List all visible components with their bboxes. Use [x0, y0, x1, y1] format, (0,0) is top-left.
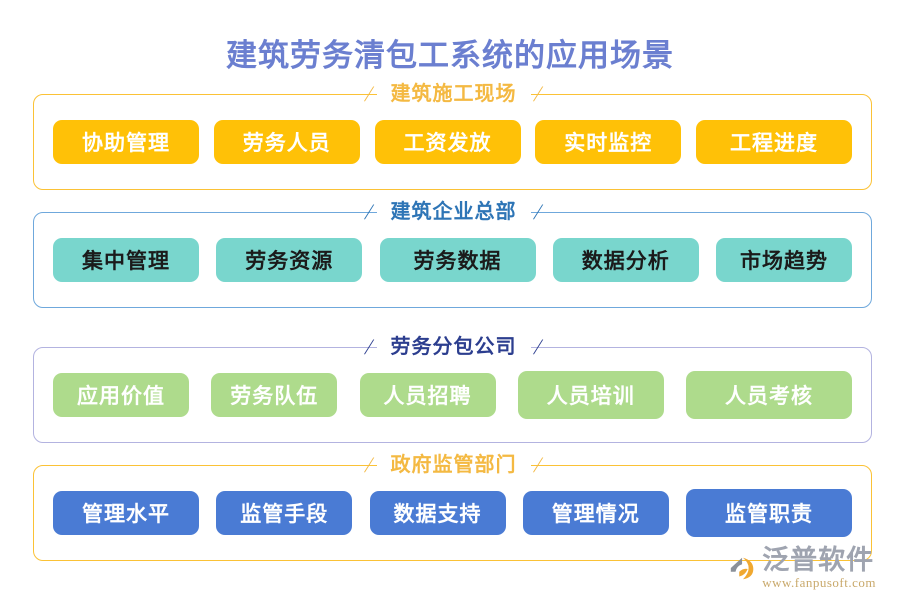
- chip-item[interactable]: 人员考核: [686, 371, 852, 419]
- chip-item[interactable]: 数据分析: [552, 238, 699, 282]
- slash-right-icon: /: [531, 452, 545, 477]
- chip-item[interactable]: 监管职责: [686, 489, 852, 537]
- section-header: / 政府监管部门 /: [34, 451, 873, 479]
- slash-right-icon: /: [531, 81, 545, 106]
- logo-website-url: www.fanpusoft.com: [762, 575, 876, 590]
- section-title: 建筑施工现场: [376, 80, 531, 108]
- chip-item[interactable]: 人员招聘: [359, 373, 496, 417]
- chip-item[interactable]: 管理水平: [53, 491, 199, 535]
- section-title: 劳务分包公司: [376, 333, 531, 361]
- section-construction-site: / 建筑施工现场 / 协助管理 劳务人员 工资发放 实时监控 工程进度: [33, 80, 872, 190]
- chip-item[interactable]: 劳务数据: [379, 238, 536, 282]
- slash-right-icon: /: [531, 199, 545, 224]
- chip-item[interactable]: 市场趋势: [716, 238, 852, 282]
- section-header: / 建筑施工现场 /: [34, 80, 873, 108]
- slash-left-icon: /: [362, 81, 377, 106]
- chip-item[interactable]: 人员培训: [517, 371, 664, 419]
- page-title: 建筑劳务清包工系统的应用场景: [226, 38, 674, 73]
- section-labor-subcontractor: / 劳务分包公司 / 应用价值 劳务队伍 人员招聘 人员培训 人员考核: [33, 333, 872, 443]
- chip-item[interactable]: 管理情况: [522, 491, 669, 535]
- brand-logo: 泛普软件 www.fanpusoft.com: [728, 546, 876, 590]
- chip-item[interactable]: 劳务资源: [216, 238, 363, 282]
- chip-item[interactable]: 劳务队伍: [211, 373, 338, 417]
- slash-left-icon: /: [362, 452, 377, 477]
- chip-item[interactable]: 数据支持: [369, 491, 506, 535]
- fanpu-swoosh-icon: [731, 557, 754, 580]
- section-title: 建筑企业总部: [376, 198, 531, 226]
- slash-left-icon: /: [362, 334, 377, 359]
- chip-item[interactable]: 应用价值: [53, 373, 189, 417]
- chip-row: 管理水平 监管手段 数据支持 管理情况 监管职责: [53, 489, 852, 537]
- slash-right-icon: /: [531, 334, 545, 359]
- chip-item[interactable]: 集中管理: [53, 238, 199, 282]
- slash-left-icon: /: [362, 199, 377, 224]
- chip-row: 协助管理 劳务人员 工资发放 实时监控 工程进度: [53, 120, 852, 164]
- logo-text: 泛普软件 www.fanpusoft.com: [762, 545, 876, 590]
- chip-item[interactable]: 监管手段: [216, 491, 353, 535]
- chip-row: 集中管理 劳务资源 劳务数据 数据分析 市场趋势: [53, 238, 852, 282]
- logo-company-name: 泛普软件: [762, 545, 875, 575]
- chip-item[interactable]: 工程进度: [696, 120, 852, 164]
- section-header: / 建筑企业总部 /: [34, 198, 873, 226]
- section-title: 政府监管部门: [376, 451, 531, 479]
- chip-item[interactable]: 实时监控: [535, 120, 682, 164]
- chip-item[interactable]: 工资发放: [374, 120, 521, 164]
- chip-item[interactable]: 劳务人员: [213, 120, 360, 164]
- section-header: / 劳务分包公司 /: [34, 333, 873, 361]
- chip-row: 应用价值 劳务队伍 人员招聘 人员培训 人员考核: [53, 371, 852, 419]
- chip-item[interactable]: 协助管理: [53, 120, 199, 164]
- section-enterprise-hq: / 建筑企业总部 / 集中管理 劳务资源 劳务数据 数据分析 市场趋势: [33, 198, 872, 308]
